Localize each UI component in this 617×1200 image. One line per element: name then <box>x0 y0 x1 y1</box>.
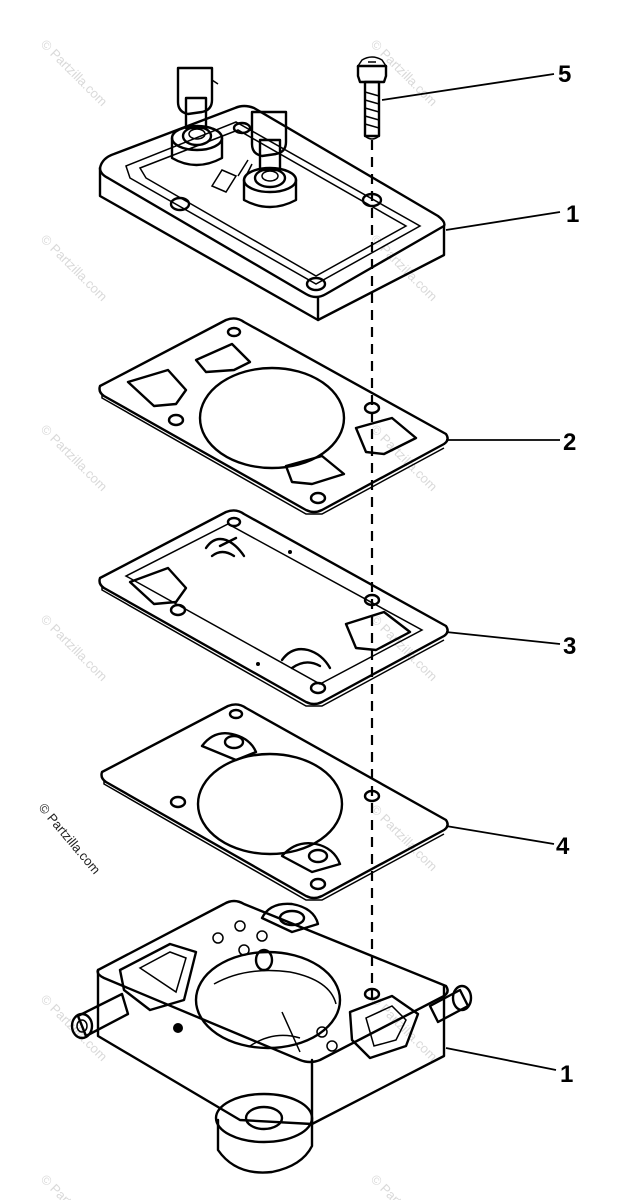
part-pump-body <box>70 899 473 1174</box>
leader-line-pump-body <box>445 1047 557 1071</box>
watermark: © Partzilla.com <box>38 422 111 495</box>
callout-cover: 1 <box>566 201 579 228</box>
watermark: © Partzilla.com <box>368 1172 441 1200</box>
leader-lines <box>381 73 561 1071</box>
copyright-notice: © Partzilla.com <box>36 800 104 877</box>
callout-gasket-lower: 4 <box>556 833 570 860</box>
part-bolt <box>356 56 388 140</box>
callout-pump-body: 1 <box>560 1061 573 1088</box>
part-gasket-upper <box>98 317 449 515</box>
watermark: © Partzilla.com <box>38 1172 111 1200</box>
callout-bolt: 5 <box>558 61 571 88</box>
watermark: © Partzilla.com <box>368 232 441 305</box>
part-pump-cover <box>98 66 446 322</box>
watermark: © Partzilla.com <box>38 232 111 305</box>
callout-gasket-upper: 2 <box>563 429 576 456</box>
watermark: © Partzilla.com <box>38 37 111 110</box>
leader-line-bolt <box>381 73 555 101</box>
leader-line-gasket-lower <box>445 825 555 845</box>
callout-diaphragm: 3 <box>563 633 576 660</box>
watermark: © Partzilla.com <box>38 612 111 685</box>
callouts: 5 1 2 3 4 1 <box>556 61 579 1088</box>
leader-line-cover <box>445 211 561 231</box>
part-gasket-lower <box>100 703 449 901</box>
part-diaphragm <box>98 509 449 707</box>
leader-line-diaphragm <box>445 631 561 645</box>
